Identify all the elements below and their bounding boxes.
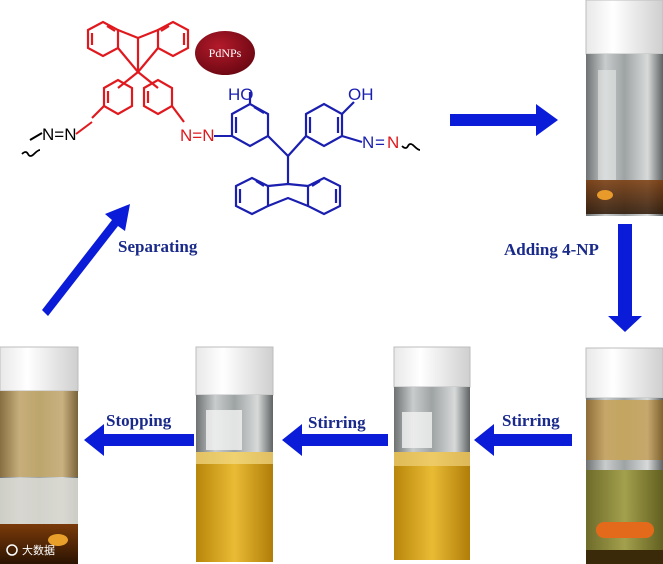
azo-right-n2: N — [387, 133, 399, 152]
label-stirring-1: Stirring — [502, 411, 560, 430]
azo-right-eq: = — [375, 133, 385, 152]
vial-stirring-1 — [393, 346, 471, 560]
label-separating: Separating — [118, 237, 198, 256]
vial-stirring-2 — [195, 346, 274, 562]
arrow-right-top — [450, 104, 558, 136]
hydroxyl-left: HO — [228, 85, 254, 104]
hydroxyl-right: OH — [348, 85, 374, 104]
azo-right-n: N — [362, 133, 374, 152]
azo-left: N=N — [21, 121, 93, 157]
pdnps-label: PdNPs — [209, 46, 242, 60]
vial-initial — [585, 0, 663, 216]
vial-stopped — [0, 346, 79, 564]
watermark: 大数据 — [6, 543, 55, 557]
vial-added — [585, 347, 663, 564]
label-stirring-2: Stirring — [308, 413, 366, 432]
blue-phenol-right — [287, 101, 363, 157]
arrow-left-1 — [474, 424, 572, 456]
label-stopping: Stopping — [106, 411, 172, 430]
arrow-left-2 — [282, 424, 388, 456]
red-fluorene — [86, 20, 190, 74]
polymer-structure: PdNPs N=N N=N HO — [21, 20, 421, 216]
blue-fluorene — [234, 156, 342, 216]
azo-left-label: N=N — [42, 125, 76, 144]
azo-middle: N=N — [180, 126, 232, 145]
watermark-text: 大数据 — [22, 543, 55, 557]
azo-right: N = N — [362, 133, 421, 152]
red-phenyl-rings — [91, 71, 185, 123]
pdnps-badge: PdNPs — [195, 31, 255, 75]
flow-arrows — [42, 104, 642, 456]
step-labels: Separating Adding 4-NP Stirring Stirring… — [106, 237, 599, 432]
arrow-diagonal-up — [42, 204, 130, 316]
arrow-left-3 — [84, 424, 194, 456]
azo-mid-label: N=N — [180, 126, 214, 145]
label-adding-4np: Adding 4-NP — [504, 240, 599, 259]
blue-phenol-left — [230, 92, 289, 157]
arrow-down-right — [608, 224, 642, 332]
